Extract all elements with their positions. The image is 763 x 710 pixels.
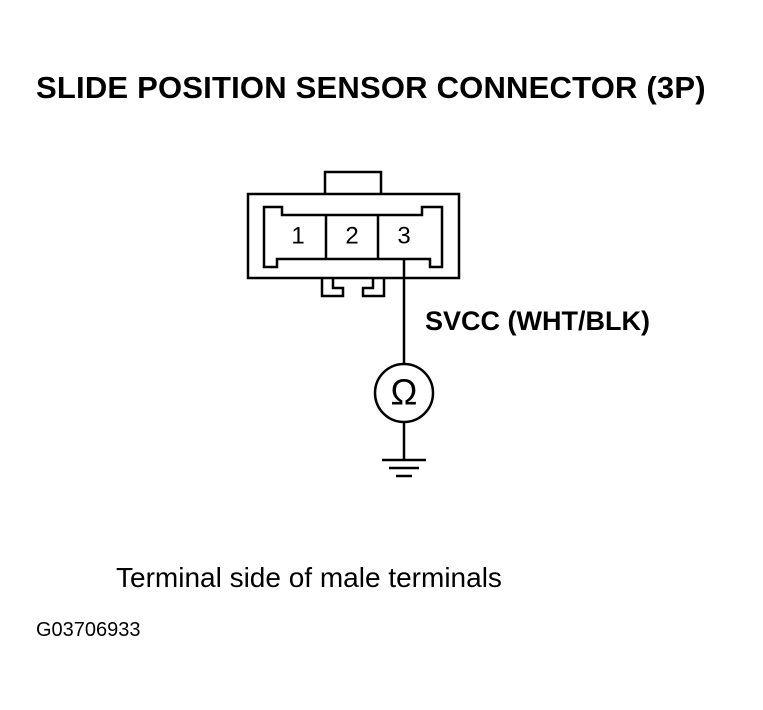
terminal-2-label: 2	[345, 222, 358, 249]
terminal-1-label: 1	[291, 222, 304, 249]
connector-housing	[246, 192, 461, 280]
wire-label: SVCC (WHT/BLK)	[425, 306, 650, 336]
connector-latch-right	[361, 278, 386, 298]
figure-id: G03706933	[36, 619, 141, 641]
terminal-3-label: 3	[397, 222, 410, 249]
connector-lock-tab	[323, 170, 383, 194]
connector-latch-left	[320, 278, 345, 298]
connector-inner-outline	[262, 205, 444, 269]
ohm-symbol: Ω	[391, 372, 418, 413]
ground-icon	[382, 458, 426, 478]
diagram-caption: Terminal side of male terminals	[116, 562, 502, 593]
diagram-title: SLIDE POSITION SENSOR CONNECTOR (3P)	[36, 70, 706, 105]
